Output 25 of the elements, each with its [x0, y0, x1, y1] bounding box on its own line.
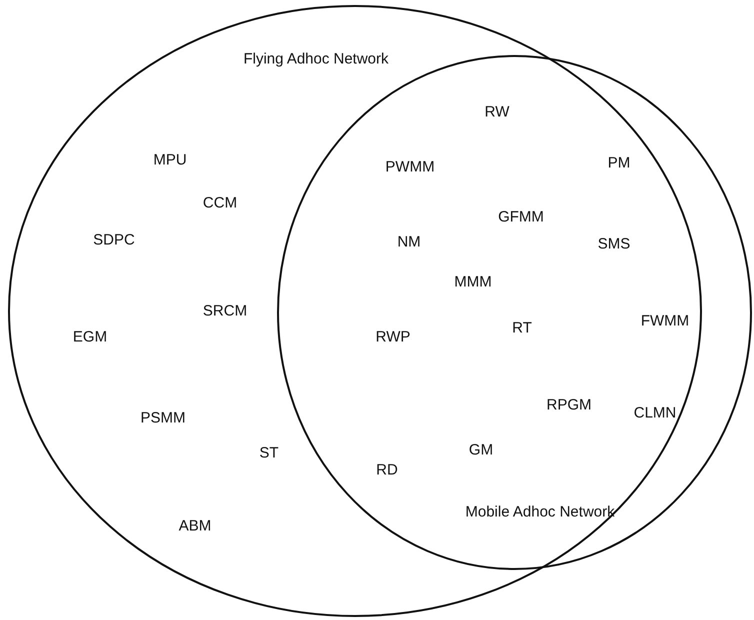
acronym-label: NM: [397, 234, 421, 250]
acronym-label: PSMM: [140, 410, 186, 426]
acronym-label: CLMN: [634, 404, 676, 422]
acronym-label: RPGM: [546, 396, 592, 414]
acronym-label: ST: [259, 444, 279, 462]
acronym-label: FWMM: [640, 312, 690, 330]
set-title: Flying Adhoc Network: [243, 50, 389, 68]
acronym-label: GM: [468, 442, 494, 458]
acronym-label: SRCM: [202, 302, 248, 320]
acronym-label: RT: [512, 320, 532, 336]
acronym-label: RD: [376, 462, 398, 478]
acronym-label: RW: [484, 104, 510, 120]
acronym-label: SMS: [598, 236, 630, 252]
acronym-label: SDPC: [93, 232, 135, 248]
acronym-label: MMM: [454, 274, 492, 290]
acronym-label: EGM: [72, 328, 108, 346]
acronym-label: RWP: [376, 328, 410, 346]
acronym-label: PWMM: [385, 158, 435, 176]
acronym-label: GFMM: [498, 208, 544, 226]
acronym-label: CCM: [202, 194, 238, 212]
set-title: Mobile Adhoc Network: [465, 504, 615, 520]
acronym-label: MPU: [153, 152, 187, 168]
acronym-label: PM: [608, 154, 630, 172]
acronym-label: ABM: [178, 518, 212, 534]
set-ellipse: [8, 5, 702, 617]
